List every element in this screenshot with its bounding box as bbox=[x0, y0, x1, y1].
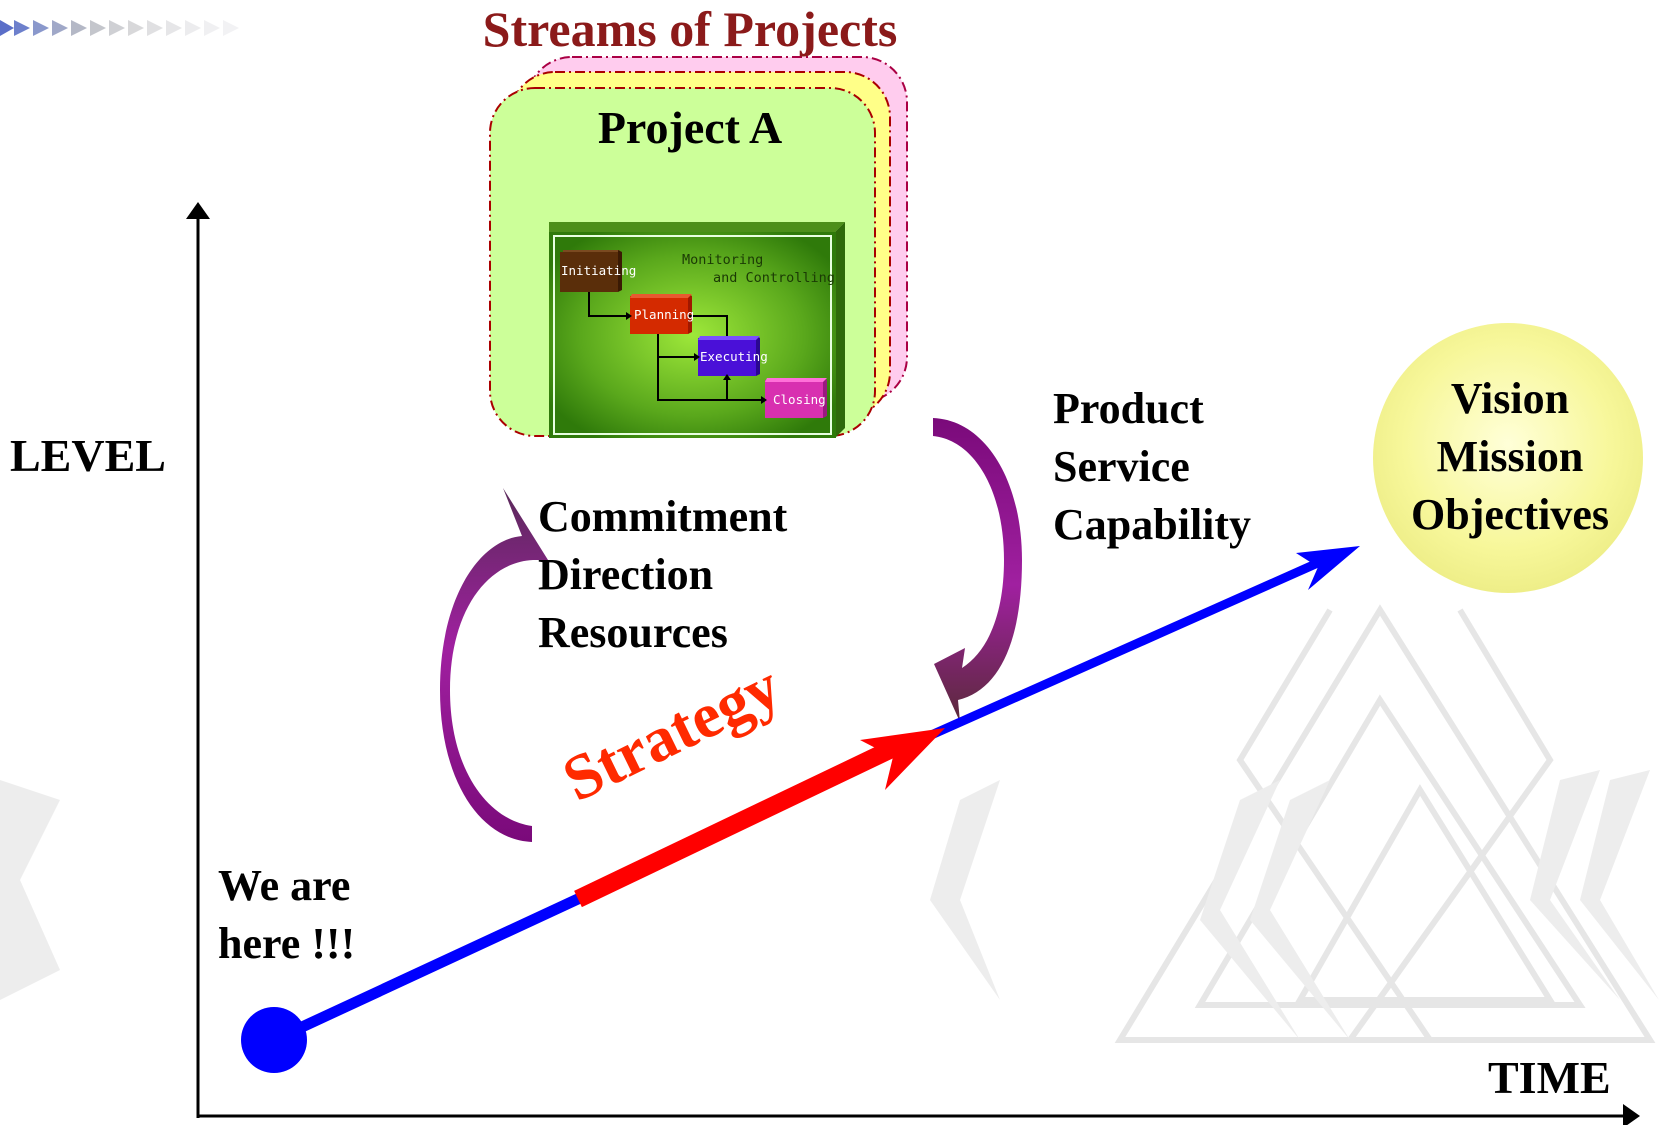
path-arrow bbox=[271, 546, 1360, 1045]
process-box-initiating bbox=[560, 250, 622, 292]
process-label-planning: Planning bbox=[634, 307, 695, 322]
start-label-line2: here !!! bbox=[218, 919, 356, 968]
process-box-planning bbox=[630, 294, 692, 334]
vision-item: Vision bbox=[1450, 374, 1570, 423]
curved-arrow-left bbox=[440, 488, 548, 842]
mission-item: Mission bbox=[1436, 432, 1584, 481]
monitoring-label-line2: and Controlling bbox=[713, 270, 835, 286]
vision-list: Vision Mission Objectives bbox=[1360, 370, 1659, 544]
level-axis bbox=[186, 202, 210, 1118]
product-item: Product bbox=[1053, 384, 1204, 433]
project-title: Project A bbox=[597, 102, 783, 153]
commitment-item: Commitment bbox=[538, 492, 788, 541]
direction-item: Direction bbox=[538, 550, 714, 599]
service-item: Service bbox=[1053, 442, 1190, 491]
process-box-closing bbox=[765, 378, 827, 418]
start-point bbox=[241, 1007, 307, 1073]
capability-item: Capability bbox=[1053, 500, 1252, 549]
watermark-chevrons bbox=[0, 770, 1659, 1040]
commitment-list: Commitment Direction Resources bbox=[538, 488, 787, 662]
strategy-arrow bbox=[574, 728, 945, 908]
start-label-line1: We are bbox=[218, 861, 351, 910]
page-title: Streams of Projects bbox=[482, 1, 898, 57]
process-box-executing bbox=[698, 336, 760, 376]
start-label: We are here !!! bbox=[218, 857, 355, 973]
process-label-initiating: Initiating bbox=[561, 263, 637, 278]
resources-item: Resources bbox=[538, 608, 728, 657]
vision-circle bbox=[1373, 323, 1643, 593]
objectives-item: Objectives bbox=[1411, 490, 1609, 539]
curved-arrow-right bbox=[933, 418, 1022, 722]
monitoring-label-line1: Monitoring bbox=[682, 252, 764, 268]
level-axis-label: LEVEL bbox=[10, 430, 166, 481]
process-label-closing: Closing bbox=[773, 392, 826, 407]
connector-arrowheads bbox=[626, 312, 767, 404]
decorative-chevrons bbox=[0, 20, 239, 36]
product-list: Product Service Capability bbox=[1053, 380, 1251, 554]
time-axis bbox=[198, 1104, 1640, 1125]
time-axis-label: TIME bbox=[1488, 1052, 1611, 1103]
process-label-executing: Executing bbox=[700, 349, 768, 364]
